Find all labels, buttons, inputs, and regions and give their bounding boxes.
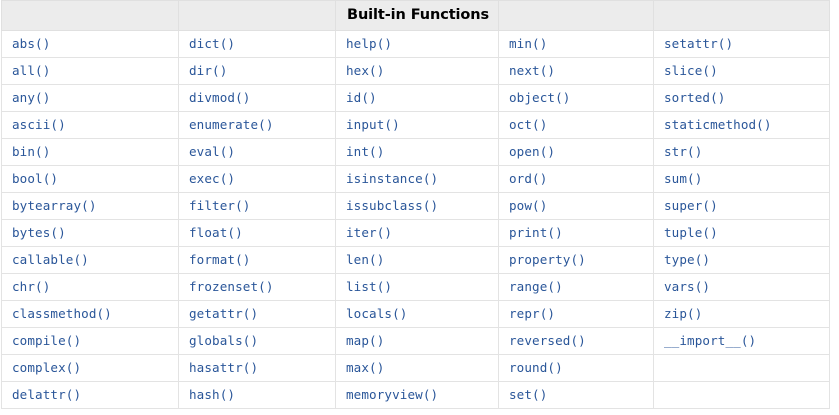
builtin-functions-table: Built-in Functions abs()dict()help()min(… — [1, 0, 830, 409]
function-link[interactable]: delattr() — [1, 381, 179, 409]
function-cell-empty — [653, 381, 830, 409]
function-link[interactable]: pow() — [498, 192, 654, 220]
function-link[interactable]: round() — [498, 354, 654, 382]
function-link[interactable]: print() — [498, 219, 654, 247]
function-link[interactable]: any() — [1, 84, 179, 112]
function-link[interactable]: enumerate() — [178, 111, 336, 139]
function-link[interactable]: min() — [498, 30, 654, 58]
function-link[interactable]: iter() — [335, 219, 499, 247]
table-row: bytes()float()iter()print()tuple() — [1, 219, 830, 247]
table-row: ascii()enumerate()input()oct()staticmeth… — [1, 111, 830, 139]
function-link[interactable]: staticmethod() — [653, 111, 830, 139]
function-link[interactable]: locals() — [335, 300, 499, 328]
function-link[interactable]: input() — [335, 111, 499, 139]
header-cell-4 — [498, 0, 654, 31]
function-link[interactable]: int() — [335, 138, 499, 166]
function-link[interactable]: isinstance() — [335, 165, 499, 193]
table-row: chr()frozenset()list()range()vars() — [1, 273, 830, 301]
function-link[interactable]: issubclass() — [335, 192, 499, 220]
table-header: Built-in Functions — [1, 0, 830, 31]
function-link[interactable]: id() — [335, 84, 499, 112]
function-link[interactable]: callable() — [1, 246, 179, 274]
function-link[interactable]: abs() — [1, 30, 179, 58]
function-link[interactable]: float() — [178, 219, 336, 247]
function-link[interactable]: next() — [498, 57, 654, 85]
function-link[interactable]: sorted() — [653, 84, 830, 112]
table-row: complex()hasattr()max()round() — [1, 354, 830, 382]
function-link[interactable]: frozenset() — [178, 273, 336, 301]
function-link[interactable]: map() — [335, 327, 499, 355]
function-link[interactable]: getattr() — [178, 300, 336, 328]
function-link[interactable]: range() — [498, 273, 654, 301]
table-row: all()dir()hex()next()slice() — [1, 57, 830, 85]
function-link[interactable]: all() — [1, 57, 179, 85]
function-link[interactable]: oct() — [498, 111, 654, 139]
table-row: bytearray()filter()issubclass()pow()supe… — [1, 192, 830, 220]
function-link[interactable]: dir() — [178, 57, 336, 85]
function-link[interactable]: ord() — [498, 165, 654, 193]
function-link[interactable]: classmethod() — [1, 300, 179, 328]
table-row: bin()eval()int()open()str() — [1, 138, 830, 166]
function-link[interactable]: help() — [335, 30, 499, 58]
function-link[interactable]: setattr() — [653, 30, 830, 58]
table-row: any()divmod()id()object()sorted() — [1, 84, 830, 112]
function-link[interactable]: sum() — [653, 165, 830, 193]
function-link[interactable]: repr() — [498, 300, 654, 328]
table-header-row: Built-in Functions — [1, 0, 830, 31]
function-link[interactable]: filter() — [178, 192, 336, 220]
function-link[interactable]: ascii() — [1, 111, 179, 139]
function-link[interactable]: eval() — [178, 138, 336, 166]
function-link[interactable]: slice() — [653, 57, 830, 85]
function-cell-empty — [653, 354, 830, 382]
function-link[interactable]: super() — [653, 192, 830, 220]
function-link[interactable]: reversed() — [498, 327, 654, 355]
function-link[interactable]: object() — [498, 84, 654, 112]
table-body: abs()dict()help()min()setattr()all()dir(… — [1, 30, 830, 409]
function-link[interactable]: divmod() — [178, 84, 336, 112]
function-link[interactable]: type() — [653, 246, 830, 274]
table-row: bool()exec()isinstance()ord()sum() — [1, 165, 830, 193]
function-link[interactable]: max() — [335, 354, 499, 382]
function-link[interactable]: bool() — [1, 165, 179, 193]
function-link[interactable]: complex() — [1, 354, 179, 382]
function-link[interactable]: hasattr() — [178, 354, 336, 382]
function-link[interactable]: list() — [335, 273, 499, 301]
table-row: abs()dict()help()min()setattr() — [1, 30, 830, 58]
table-title: Built-in Functions — [335, 0, 499, 31]
header-cell-5 — [653, 0, 830, 31]
function-link[interactable]: bytes() — [1, 219, 179, 247]
table-row: classmethod()getattr()locals()repr()zip(… — [1, 300, 830, 328]
table-row: callable()format()len()property()type() — [1, 246, 830, 274]
function-link[interactable]: dict() — [178, 30, 336, 58]
function-link[interactable]: bytearray() — [1, 192, 179, 220]
table-row: compile()globals()map()reversed()__impor… — [1, 327, 830, 355]
function-link[interactable]: __import__() — [653, 327, 830, 355]
table-row: delattr()hash()memoryview()set() — [1, 381, 830, 409]
function-link[interactable]: hex() — [335, 57, 499, 85]
function-link[interactable]: zip() — [653, 300, 830, 328]
function-link[interactable]: globals() — [178, 327, 336, 355]
function-link[interactable]: format() — [178, 246, 336, 274]
function-link[interactable]: set() — [498, 381, 654, 409]
function-link[interactable]: hash() — [178, 381, 336, 409]
function-link[interactable]: memoryview() — [335, 381, 499, 409]
function-link[interactable]: bin() — [1, 138, 179, 166]
function-link[interactable]: open() — [498, 138, 654, 166]
function-link[interactable]: tuple() — [653, 219, 830, 247]
header-cell-1 — [1, 0, 179, 31]
function-link[interactable]: len() — [335, 246, 499, 274]
function-link[interactable]: str() — [653, 138, 830, 166]
function-link[interactable]: exec() — [178, 165, 336, 193]
function-link[interactable]: vars() — [653, 273, 830, 301]
header-cell-2 — [178, 0, 336, 31]
function-link[interactable]: property() — [498, 246, 654, 274]
function-link[interactable]: chr() — [1, 273, 179, 301]
function-link[interactable]: compile() — [1, 327, 179, 355]
